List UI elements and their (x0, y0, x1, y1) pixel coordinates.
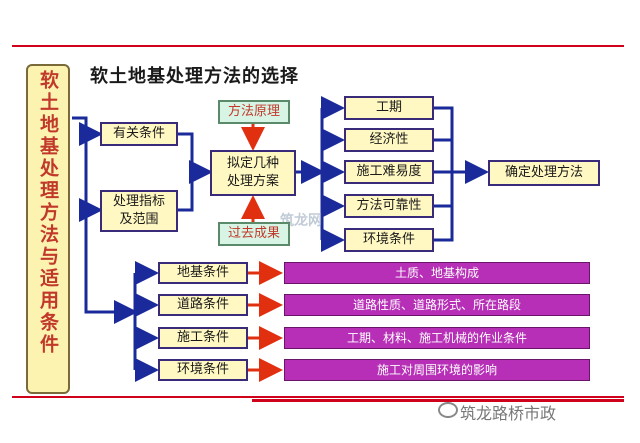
indicators-box: 处理指标及范围 (100, 190, 178, 232)
scroll-banner-text: 软土地基处理方法与适用条件 (37, 70, 59, 356)
period-box: 工期 (344, 96, 434, 120)
condition-detail-3: 工期、材料、施工机械的作业条件 (284, 327, 590, 349)
condition-label-2: 道路条件 (158, 294, 248, 316)
condition-detail-2: 道路性质、道路形式、所在路段 (284, 294, 590, 316)
scroll-banner (26, 64, 70, 394)
environment-box: 环境条件 (344, 228, 434, 252)
economy-box: 经济性 (344, 128, 434, 152)
wechat-icon (438, 402, 458, 418)
condition-detail-4: 施工对周围环境的影响 (284, 359, 590, 381)
method-principle-box: 方法原理 (218, 100, 290, 124)
condition-label-1: 地基条件 (158, 262, 248, 284)
decide-method-box: 确定处理方法 (488, 160, 600, 186)
watermark: 筑龙网 (280, 213, 322, 229)
condition-label-4: 环境条件 (158, 359, 248, 381)
related-conditions-box: 有关条件 (100, 122, 178, 146)
bottom-divider (12, 396, 624, 398)
reliability-box: 方法可靠性 (344, 194, 434, 218)
condition-detail-1: 土质、地基构成 (284, 262, 590, 284)
condition-label-3: 施工条件 (158, 327, 248, 349)
past-results-box: 过去成果 (218, 222, 290, 246)
page-title: 软土地基处理方法的选择 (90, 66, 299, 87)
difficulty-box: 施工难易度 (344, 160, 434, 184)
draft-plans-box: 拟定几种处理方案 (210, 150, 296, 196)
source-logo: 筑龙路桥市政 (460, 404, 557, 423)
bottom-divider-thick (252, 399, 624, 402)
top-divider (12, 45, 624, 47)
